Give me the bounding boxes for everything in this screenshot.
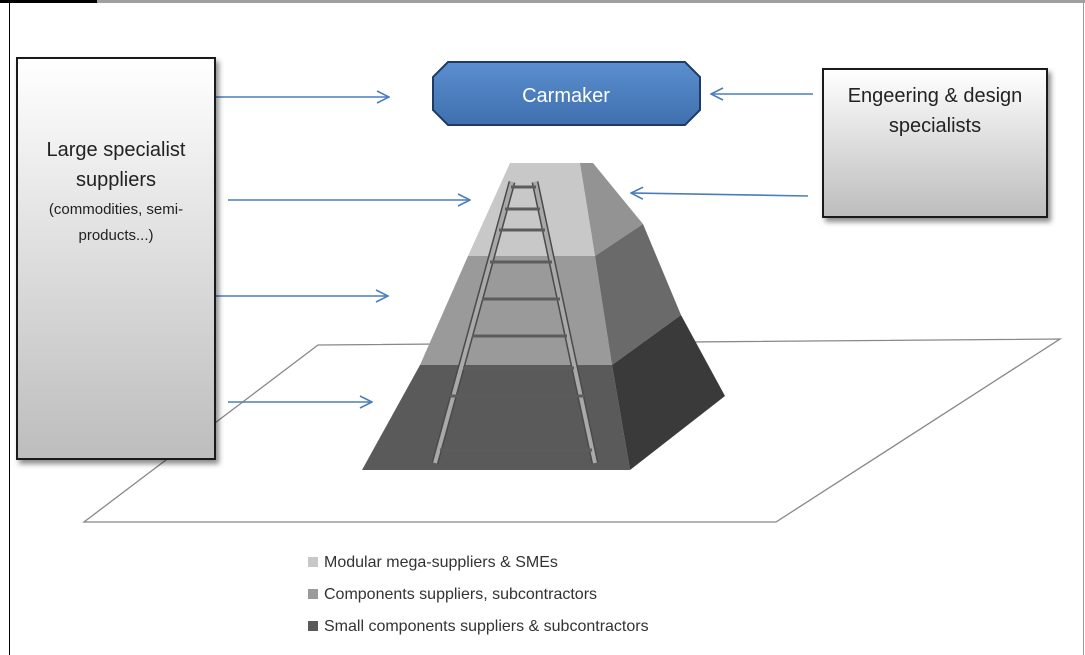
legend-swatch-small-components xyxy=(308,621,318,631)
pyramid-tier-middle-front xyxy=(420,256,612,365)
legend-label-small-components: Small components suppliers & subcontract… xyxy=(324,618,649,635)
frame-top-accent xyxy=(0,0,97,3)
legend-label-modular: Modular mega-suppliers & SMEs xyxy=(324,554,558,571)
legend-swatch-modular xyxy=(308,557,318,567)
pyramid-tier-bottom-front xyxy=(362,365,630,470)
frame-left-border xyxy=(9,3,10,655)
pyramid-tier-top-side xyxy=(580,163,643,256)
carmaker-label: Carmaker xyxy=(522,85,610,107)
frame-top-border xyxy=(0,0,1085,3)
arrows xyxy=(216,94,813,402)
large-specialist-suppliers-subtitle: (commodities, semi-products...) xyxy=(48,201,184,244)
large-specialist-suppliers-title: Large specialist suppliers xyxy=(46,139,186,191)
legend-label-components: Components suppliers, subcontractors xyxy=(324,586,598,603)
pyramid-tier-bottom-side xyxy=(612,315,725,470)
pyramid-tier-middle-side xyxy=(595,224,681,365)
frame-right-border xyxy=(1083,3,1084,655)
large-specialist-suppliers-box: Large specialist suppliers (commodities,… xyxy=(16,57,216,460)
engineering-design-specialists-box: Engeering & design specialists xyxy=(822,68,1048,218)
engineering-design-specialists-title: Engeering & design specialists xyxy=(847,85,1023,137)
arrow-right-to-tier-top xyxy=(632,193,809,196)
legend-swatch-components xyxy=(308,589,318,599)
carmaker-shape xyxy=(432,61,701,126)
ladder xyxy=(431,181,599,464)
